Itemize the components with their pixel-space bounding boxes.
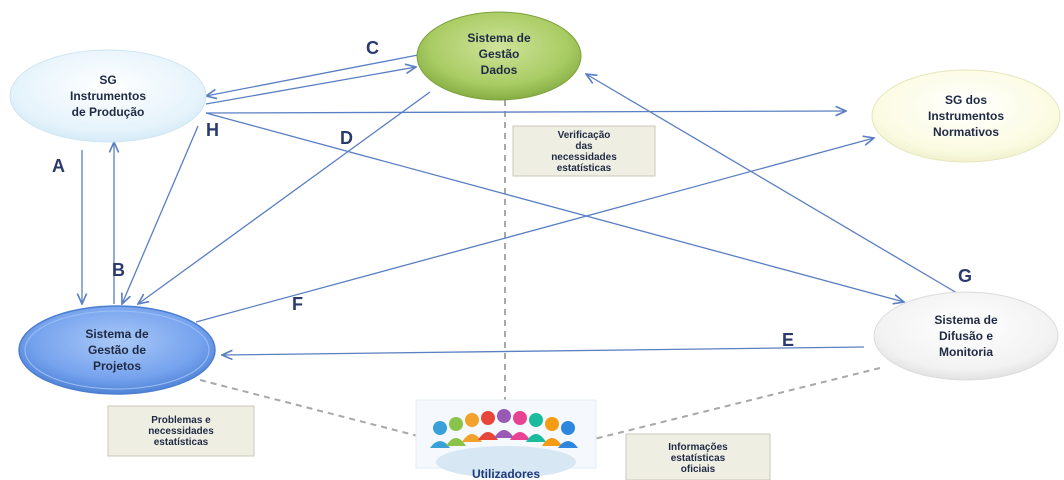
svg-text:Difusão e: Difusão e <box>939 329 993 343</box>
node-gestao-dados: Sistema de Gestão Dados <box>416 11 582 101</box>
svg-text:C: C <box>366 38 379 58</box>
svg-text:Dados: Dados <box>481 63 518 77</box>
svg-text:de Produção: de Produção <box>72 105 145 119</box>
node-instrumentos-producao: SG Instrumentos de Produção <box>9 49 207 143</box>
svg-text:Gestão: Gestão <box>479 47 520 61</box>
dashed-line-projetos-users <box>199 379 419 437</box>
node-gestao-projetos: Sistema de Gestão de Projetos <box>18 305 216 395</box>
node-line: Instrumentos <box>70 89 146 103</box>
svg-text:Instrumentos: Instrumentos <box>928 109 1004 123</box>
svg-text:Sistema de: Sistema de <box>85 327 149 341</box>
svg-text:B: B <box>112 260 125 280</box>
letter-e: E <box>782 330 794 350</box>
arrow-e <box>222 346 865 355</box>
node-line: Monitoria <box>939 345 993 359</box>
letter-h: H <box>206 120 219 140</box>
node-line: Normativos <box>933 125 999 139</box>
node-line: SG dos <box>945 93 987 107</box>
svg-text:Problemas e: Problemas e <box>151 415 211 426</box>
node-line: Gestão de <box>88 343 146 357</box>
arrow-c-to-dados <box>205 67 416 105</box>
letter-g: G <box>958 266 972 286</box>
svg-text:Monitoria: Monitoria <box>939 345 993 359</box>
node-instrumentos-normativos: SG dos Instrumentos Normativos <box>871 69 1061 163</box>
users-label: Utilizadores <box>472 467 540 480</box>
svg-text:G: G <box>958 266 972 286</box>
letter-b: B <box>112 260 125 280</box>
svg-text:SG dos: SG dos <box>945 93 987 107</box>
note-line: necessidades <box>551 152 617 163</box>
svg-text:Informações: Informações <box>668 442 728 453</box>
node-line: Projetos <box>93 359 141 373</box>
note-line: Verificação <box>558 130 611 141</box>
node-line: Difusão e <box>939 329 993 343</box>
letter-a: A <box>52 156 65 176</box>
note-problemas: Problemas e necessidades estatísticas <box>107 405 255 457</box>
note-line: das <box>575 141 593 152</box>
note-line: estatísticas <box>557 163 612 174</box>
note-informacoes: Informações estatísticas oficiais <box>625 433 771 480</box>
note-line: necessidades <box>148 426 214 437</box>
letter-f: F <box>292 294 303 314</box>
svg-text:F: F <box>292 294 303 314</box>
svg-text:D: D <box>340 128 353 148</box>
letter-c: C <box>366 38 379 58</box>
svg-text:Sistema de: Sistema de <box>467 31 531 45</box>
svg-text:A: A <box>52 156 65 176</box>
node-line: SG <box>99 73 116 87</box>
note-line: Problemas e <box>151 415 211 426</box>
arrow-c-to-producao <box>206 54 419 96</box>
svg-text:Utilizadores: Utilizadores <box>472 467 540 480</box>
node-difusao-monitoria: Sistema de Difusão e Monitoria <box>873 291 1059 381</box>
users-illustration: Utilizadores <box>415 399 597 480</box>
arrow-producao-difusao <box>205 112 904 302</box>
users-people-icon <box>430 409 578 448</box>
svg-text:das: das <box>575 141 593 152</box>
svg-text:H: H <box>206 120 219 140</box>
arrows <box>82 54 963 355</box>
node-line: Sistema de <box>85 327 149 341</box>
svg-text:necessidades: necessidades <box>551 152 617 163</box>
note-line: Informações <box>668 442 728 453</box>
note-line: oficiais <box>681 464 716 475</box>
svg-text:oficiais: oficiais <box>681 464 716 475</box>
svg-text:Gestão de: Gestão de <box>88 343 146 357</box>
node-line: Sistema de <box>467 31 531 45</box>
svg-text:estatísticas: estatísticas <box>557 163 612 174</box>
node-line: Sistema de <box>934 313 998 327</box>
svg-text:Projetos: Projetos <box>93 359 141 373</box>
arrow-h <box>122 125 199 304</box>
svg-text:SG: SG <box>99 73 116 87</box>
svg-text:Sistema de: Sistema de <box>934 313 998 327</box>
svg-text:Normativos: Normativos <box>933 125 999 139</box>
arrow-d <box>138 91 431 304</box>
dashed-line-difusao-users <box>589 367 881 441</box>
node-line: Dados <box>481 63 518 77</box>
svg-text:estatísticas: estatísticas <box>671 453 726 464</box>
note-verificacao: Verificação das necessidades estatística… <box>512 125 656 177</box>
note-line: estatísticas <box>154 437 209 448</box>
arrow-producao-normativos <box>205 111 846 113</box>
connector-letters: A B C D E F G H <box>52 38 972 350</box>
node-line: Gestão <box>479 47 520 61</box>
node-line: Instrumentos <box>928 109 1004 123</box>
letter-d: D <box>340 128 353 148</box>
note-line: estatísticas <box>671 453 726 464</box>
dashed-connectors <box>199 100 881 441</box>
arrow-g <box>586 74 963 297</box>
svg-text:Instrumentos: Instrumentos <box>70 89 146 103</box>
svg-text:Verificação: Verificação <box>558 130 611 141</box>
node-line: de Produção <box>72 105 145 119</box>
svg-text:necessidades: necessidades <box>148 426 214 437</box>
svg-text:E: E <box>782 330 794 350</box>
svg-text:estatísticas: estatísticas <box>154 437 209 448</box>
arrow-f <box>195 138 874 323</box>
